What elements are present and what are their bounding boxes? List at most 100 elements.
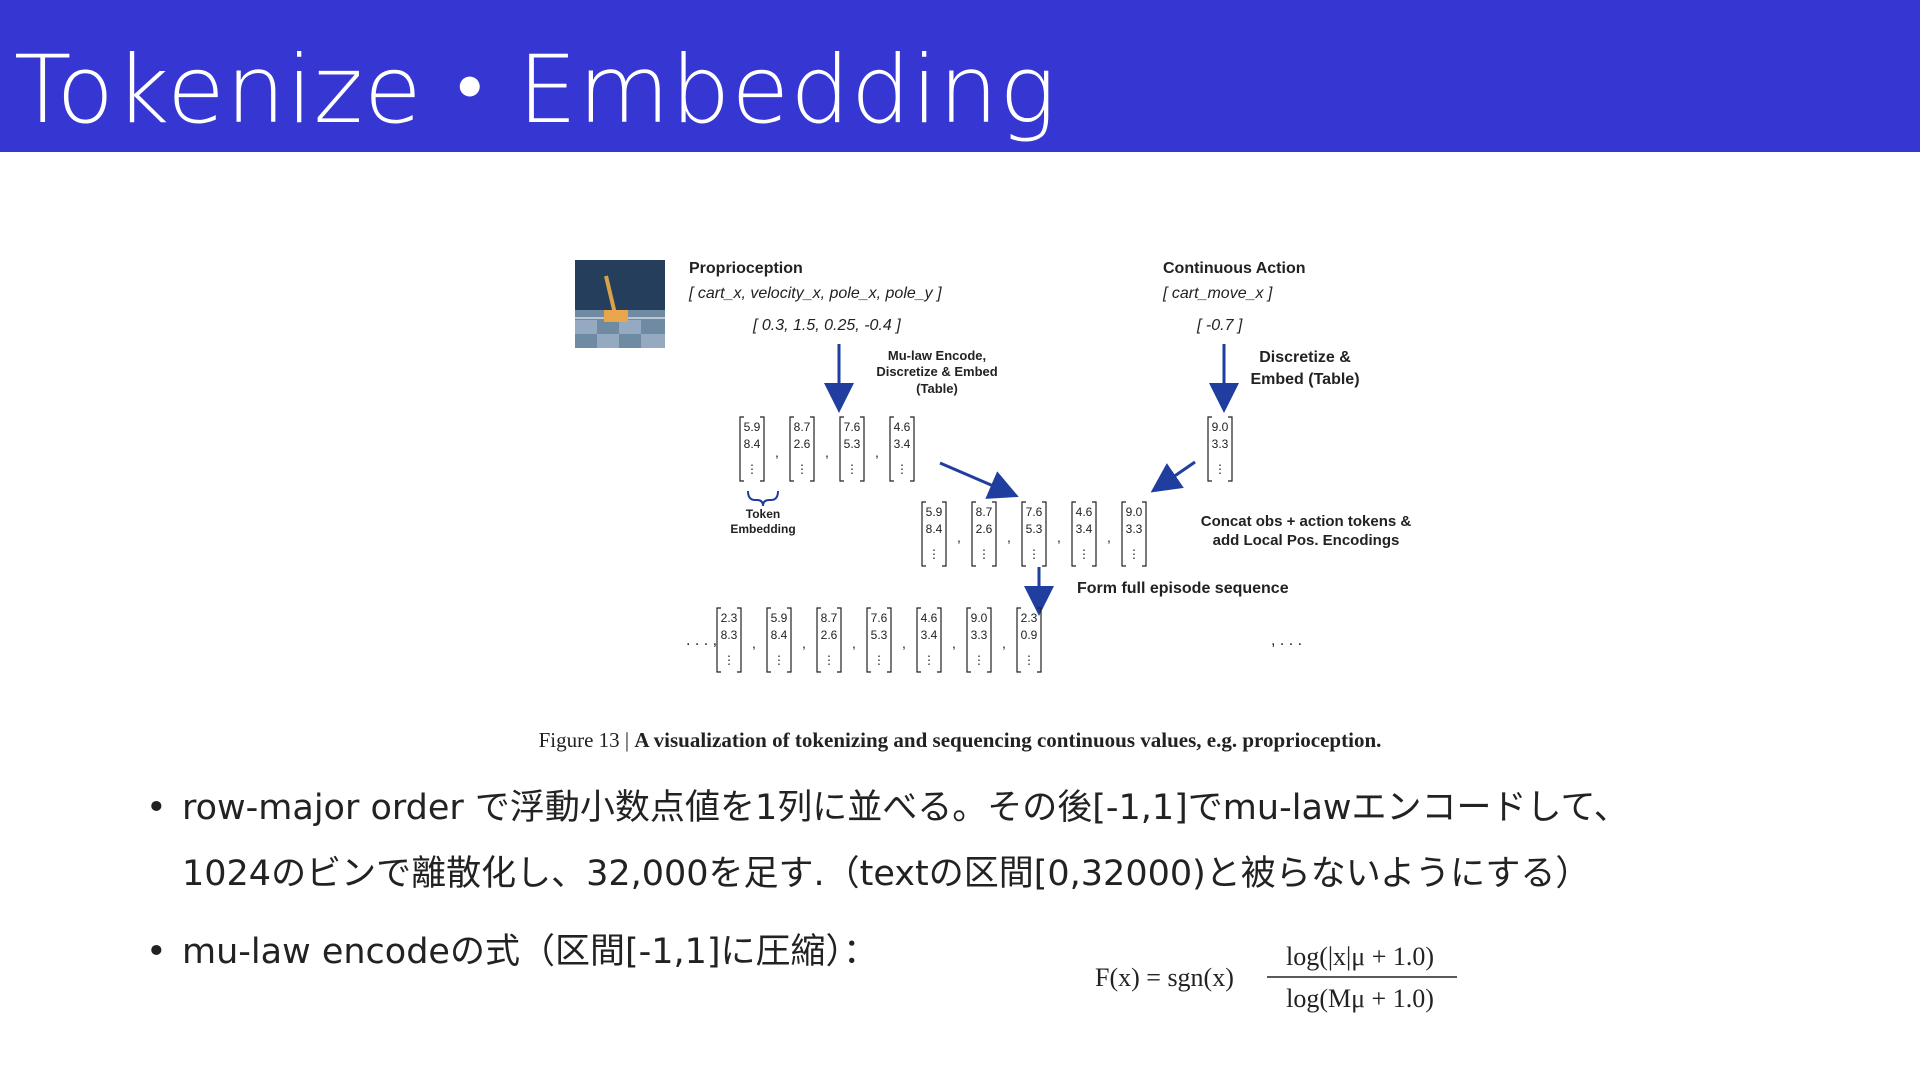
vector-bracket-left (839, 416, 844, 482)
vector-value: 2.6 (976, 522, 993, 536)
vector-ellipsis: ⋮ (873, 653, 885, 667)
bullet-list: • row-major order で浮動小数点値を1列に並べる。その後[-1,… (140, 775, 1840, 985)
mu-law-label-3: (Table) (916, 381, 958, 396)
vector-bracket-left (789, 416, 794, 482)
concat-label-2: add Local Pos. Encodings (1213, 532, 1400, 549)
arrow-obs-to-concat (939, 461, 1019, 499)
vector-value: 2.3 (1021, 611, 1038, 625)
token-vector: 8.7 2.6 ⋮ (971, 501, 997, 567)
vector-bracket-left (866, 607, 871, 673)
vector-bracket-left (1121, 501, 1126, 567)
title-bar: Tokenize・Embedding (0, 0, 1920, 152)
vector-bracket-right (937, 607, 942, 673)
vector-comma: , (802, 635, 806, 651)
token-vector: 5.98.4⋮ (921, 501, 947, 567)
vector-bracket-right (942, 501, 947, 567)
vector-value: 2.6 (821, 628, 838, 642)
discretize-label-1: Discretize & (1259, 349, 1351, 366)
arrow-action-to-concat (1150, 460, 1196, 493)
vector-bracket-right (810, 416, 815, 482)
vector-ellipsis: ⋮ (796, 462, 808, 476)
vector-ellipsis: ⋮ (823, 653, 835, 667)
vector-value: 7.6 (1026, 505, 1043, 519)
bullet-item-2: • mu-law encodeの式（区間[-1,1]に圧縮）： (140, 919, 1840, 985)
vector-bracket-right (837, 607, 842, 673)
token-vector: 9.0 3.3 ⋮ (1207, 416, 1233, 482)
vector-value: 9.0 (1212, 420, 1229, 434)
vector-ellipsis: ⋮ (928, 547, 940, 561)
token-brace (747, 490, 779, 507)
vector-ellipsis: ⋮ (973, 653, 985, 667)
vector-value: 9.0 (971, 611, 988, 625)
vector-value: 5.9 (771, 611, 788, 625)
figure: Proprioception [ cart_x, velocity_x, pol… (560, 240, 1460, 680)
vector-ellipsis: ⋮ (1023, 653, 1035, 667)
action-vector-group: 9.0 3.3 ⋮ (1207, 416, 1233, 482)
vector-value: 8.7 (976, 505, 993, 519)
vector-bracket-right (787, 607, 792, 673)
vector-comma: , (875, 444, 879, 460)
mu-law-label-2: Discretize & Embed (876, 364, 997, 379)
vector-value: 0.9 (1021, 628, 1038, 642)
vector-bracket-left (1207, 416, 1212, 482)
vector-value: 3.3 (1212, 437, 1229, 451)
vector-value: 3.3 (971, 628, 988, 642)
token-vector: 4.63.4⋮ (916, 607, 942, 673)
sequence-vector-group: 2.38.3⋮,5.98.4⋮,8.72.6⋮,7.65.3⋮,4.63.4⋮,… (716, 607, 1042, 673)
mu-law-label-1: Mu-law Encode, (888, 348, 986, 363)
proprioception-title: Proprioception (689, 260, 803, 277)
vector-bracket-left (916, 607, 921, 673)
vector-bracket-left (816, 607, 821, 673)
token-vector: 9.0 3.3 ⋮ (966, 607, 992, 673)
token-vector: 8.72.6⋮ (816, 607, 842, 673)
token-vector: 4.63.4⋮ (889, 416, 915, 482)
vector-bracket-left (766, 607, 771, 673)
vector-value: 2.6 (794, 437, 811, 451)
action-values: [ -0.7 ] (1196, 317, 1243, 334)
vector-ellipsis: ⋮ (1214, 462, 1226, 476)
vector-value: 5.3 (844, 437, 861, 451)
vector-ellipsis: ⋮ (1078, 547, 1090, 561)
vector-bracket-left (889, 416, 894, 482)
concat-label-1: Concat obs + action tokens & (1201, 513, 1412, 530)
formula-numerator: log(|x|μ + 1.0) (1286, 942, 1434, 971)
vector-ellipsis: ⋮ (746, 462, 758, 476)
vector-comma: , (952, 635, 956, 651)
proprioception-values: [ 0.3, 1.5, 0.25, -0.4 ] (752, 317, 901, 334)
vector-ellipsis: ⋮ (1028, 547, 1040, 561)
vector-ellipsis: ⋮ (1128, 547, 1140, 561)
token-label-2: Embedding (730, 522, 795, 536)
vector-bracket-right (1042, 501, 1047, 567)
vector-comma: , (775, 444, 779, 460)
vector-value: 8.4 (744, 437, 761, 451)
vector-bracket-left (971, 501, 976, 567)
vector-value: 3.4 (1076, 522, 1093, 536)
obs-vector-group: 5.98.4⋮,8.72.6⋮,7.65.3⋮,4.63.4⋮ (739, 416, 915, 482)
sequence-ellipsis-left: . . . , (686, 632, 717, 649)
token-vector: 5.98.4⋮ (739, 416, 765, 482)
action-title: Continuous Action (1163, 260, 1306, 277)
token-vector: 7.65.3⋮ (839, 416, 865, 482)
bullet-item-1: • row-major order で浮動小数点値を1列に並べる。その後[-1,… (140, 775, 1840, 907)
vector-value: 2.3 (721, 611, 738, 625)
vector-bracket-left (739, 416, 744, 482)
bullet-2-line-1: mu-law encodeの式（区間[-1,1]に圧縮）： (182, 932, 879, 972)
action-vars: [ cart_move_x ] (1162, 285, 1273, 302)
vector-comma: , (825, 444, 829, 460)
vector-bracket-right (860, 416, 865, 482)
vector-value: 5.3 (1026, 522, 1043, 536)
vector-bracket-right (1228, 416, 1233, 482)
vector-value: 4.6 (921, 611, 938, 625)
vector-value: 5.3 (871, 628, 888, 642)
vector-bracket-right (887, 607, 892, 673)
vector-value: 3.4 (894, 437, 911, 451)
vector-ellipsis: ⋮ (773, 653, 785, 667)
vector-comma: , (957, 529, 961, 545)
vector-bracket-right (1142, 501, 1147, 567)
vector-value: 3.3 (1126, 522, 1143, 536)
vector-value: 8.4 (771, 628, 788, 642)
proprioception-vars: [ cart_x, velocity_x, pole_x, pole_y ] (688, 285, 942, 302)
vector-value: 9.0 (1126, 505, 1143, 519)
token-vector: 4.63.4⋮ (1071, 501, 1097, 567)
vector-ellipsis: ⋮ (978, 547, 990, 561)
